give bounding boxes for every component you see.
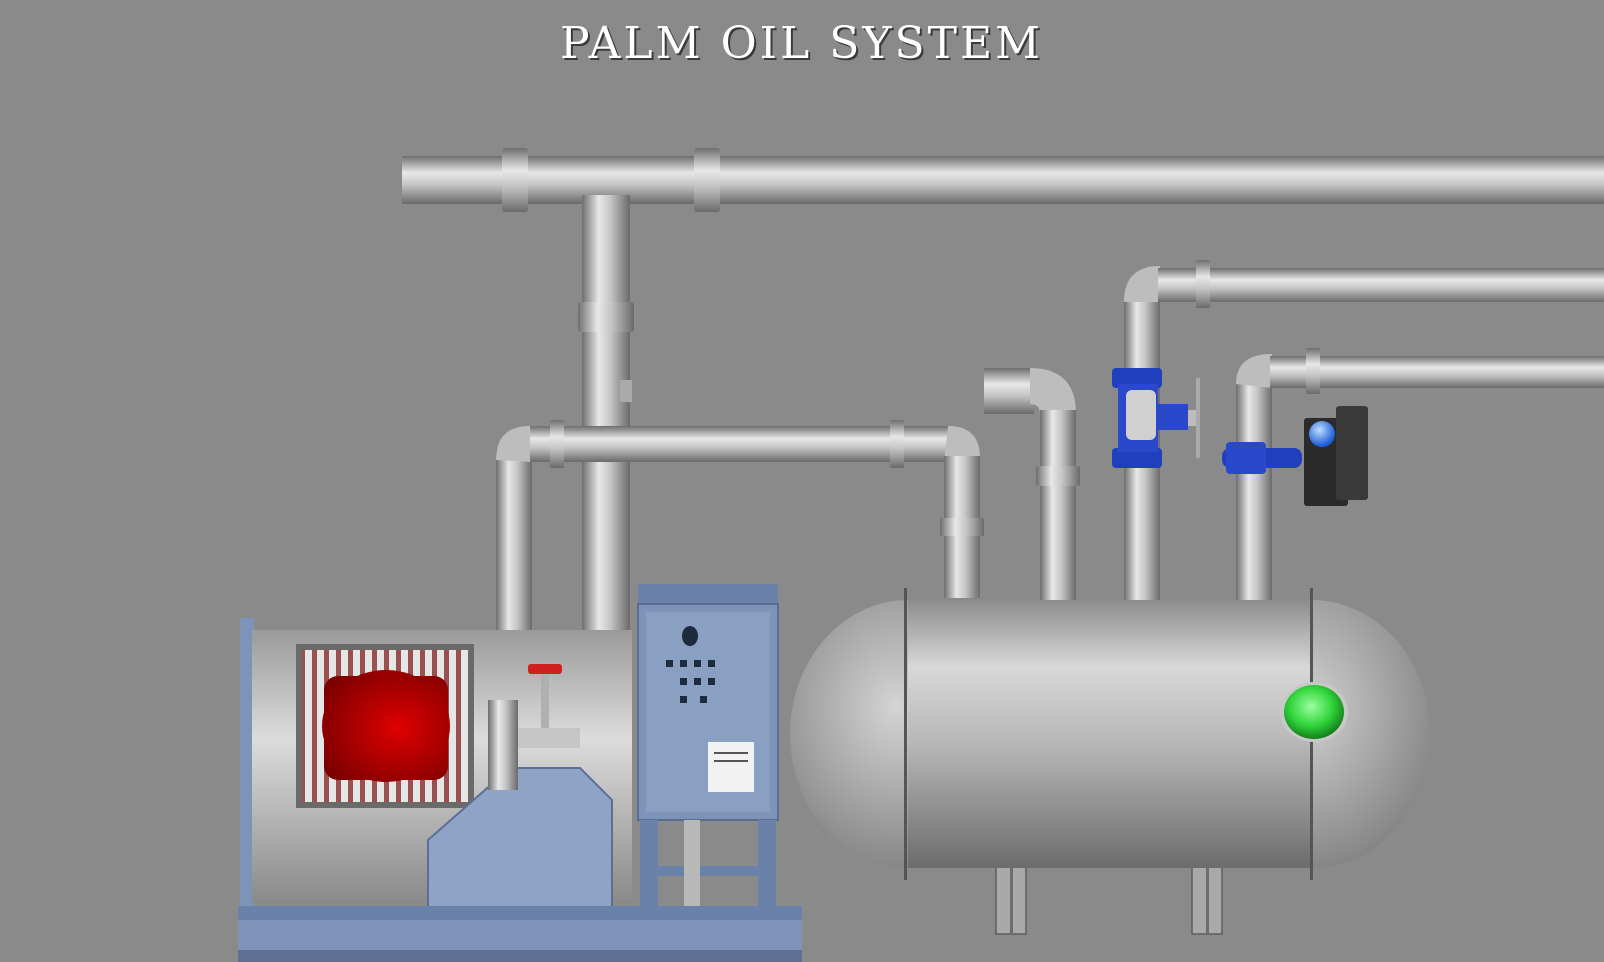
equipment-skid <box>238 906 802 962</box>
vent-pipe <box>984 368 1080 600</box>
control-panel-icon <box>637 584 779 910</box>
pump-icon <box>427 700 613 911</box>
storage-tank-icon <box>790 588 1430 935</box>
butterfly-valve-actuator-icon[interactable] <box>1222 406 1368 506</box>
page-title: PALM OIL SYSTEM <box>560 18 1044 69</box>
level-indicator-icon <box>1280 682 1348 742</box>
return-pipe-lower <box>1236 348 1604 600</box>
gate-valve-icon[interactable] <box>1112 368 1200 468</box>
